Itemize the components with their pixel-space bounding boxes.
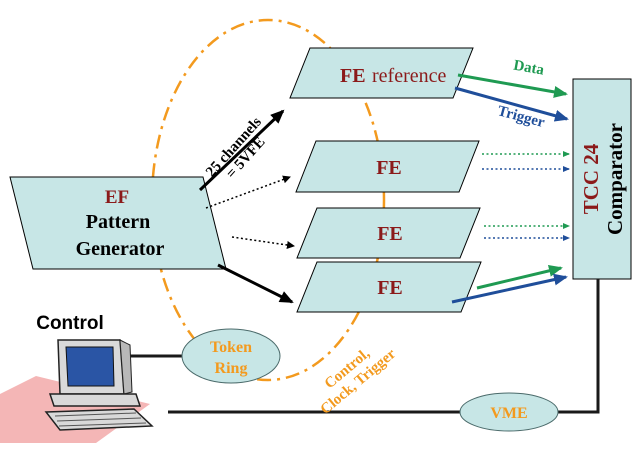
arrow-to-fe-2	[231, 236, 295, 249]
tcc-comparator-box	[572, 78, 632, 280]
data-arrow	[457, 73, 568, 98]
keyboard-icon	[44, 408, 154, 431]
fe-box-1	[295, 140, 480, 193]
fe-3-data-arrow	[476, 264, 563, 290]
fe-box-2-label: FE	[377, 223, 403, 245]
arrow-to-fe-1	[205, 175, 291, 209]
tcc-label: TCC 24	[579, 143, 603, 214]
fe-reference-suffix: reference	[372, 65, 446, 87]
pattern-generator-ef: EF	[105, 187, 129, 208]
fe-box-3	[296, 261, 482, 313]
vme-label: VME	[490, 405, 527, 422]
token-ring-line1: Token	[210, 339, 252, 356]
arrow-to-fe-3	[217, 263, 294, 304]
fe-box-3-label: FE	[377, 277, 403, 299]
computer-base-icon	[48, 393, 142, 407]
control-label: Control	[36, 313, 104, 334]
fe-reference-box	[289, 47, 474, 99]
control-clock-trigger-label: Control, Clock, Trigger	[318, 345, 400, 417]
comparator-label: Comparator	[603, 123, 627, 235]
pattern-generator-line2: Pattern	[86, 211, 150, 233]
vme-bus-line	[168, 279, 600, 414]
fe-box-2	[296, 207, 481, 259]
data-label: Data	[512, 58, 546, 79]
token-ring-line2: Ring	[215, 360, 248, 377]
control-computer: Control	[0, 313, 154, 443]
fe-3-trigger-arrow	[451, 273, 568, 304]
monitor-icon	[57, 339, 133, 395]
pattern-generator-line3: Generator	[76, 238, 165, 260]
fe-reference-prefix: FE	[340, 65, 366, 87]
arrow-to-fe-reference	[198, 109, 285, 192]
trigger-arrow	[454, 86, 569, 122]
token-ring-node	[181, 328, 281, 384]
fe-box-1-label: FE	[376, 157, 402, 179]
vme-node	[459, 392, 559, 432]
